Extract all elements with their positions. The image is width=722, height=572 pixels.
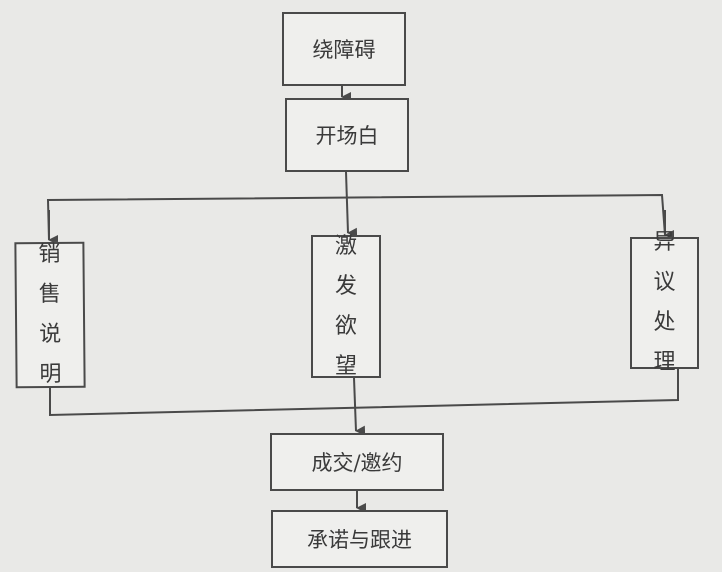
node-char: 售 <box>38 281 61 308</box>
node-bypass: 绕障碍 <box>282 12 406 86</box>
node-char: 明 <box>39 361 62 388</box>
arrow-to-close <box>353 377 366 436</box>
node-close: 成交/邀约 <box>270 433 444 491</box>
node-sales-pitch: 销 售 说 明 <box>14 241 86 389</box>
node-char: 欲 <box>334 313 357 339</box>
node-label: 开场白 <box>315 124 379 148</box>
node-char: 议 <box>653 270 676 295</box>
node-label: 绕障碍 <box>312 38 376 62</box>
node-char: 发 <box>334 273 357 299</box>
merge-line <box>49 368 679 417</box>
node-label: 承诺与跟进 <box>307 528 412 552</box>
node-char: 销 <box>38 241 61 268</box>
node-opening: 开场白 <box>285 98 409 172</box>
node-follow-up: 承诺与跟进 <box>271 510 448 568</box>
node-label: 成交/邀约 <box>311 451 403 475</box>
node-char: 激 <box>334 233 357 259</box>
line-opening-down <box>345 171 358 238</box>
node-char: 处 <box>653 310 676 335</box>
node-char: 理 <box>653 350 676 375</box>
node-char: 说 <box>39 321 62 348</box>
node-char: 望 <box>334 353 357 379</box>
node-char: 异 <box>653 230 676 255</box>
node-stimulate-desire: 激 发 欲 望 <box>311 234 381 379</box>
node-objection-handling: 异 议 处 理 <box>630 230 699 375</box>
